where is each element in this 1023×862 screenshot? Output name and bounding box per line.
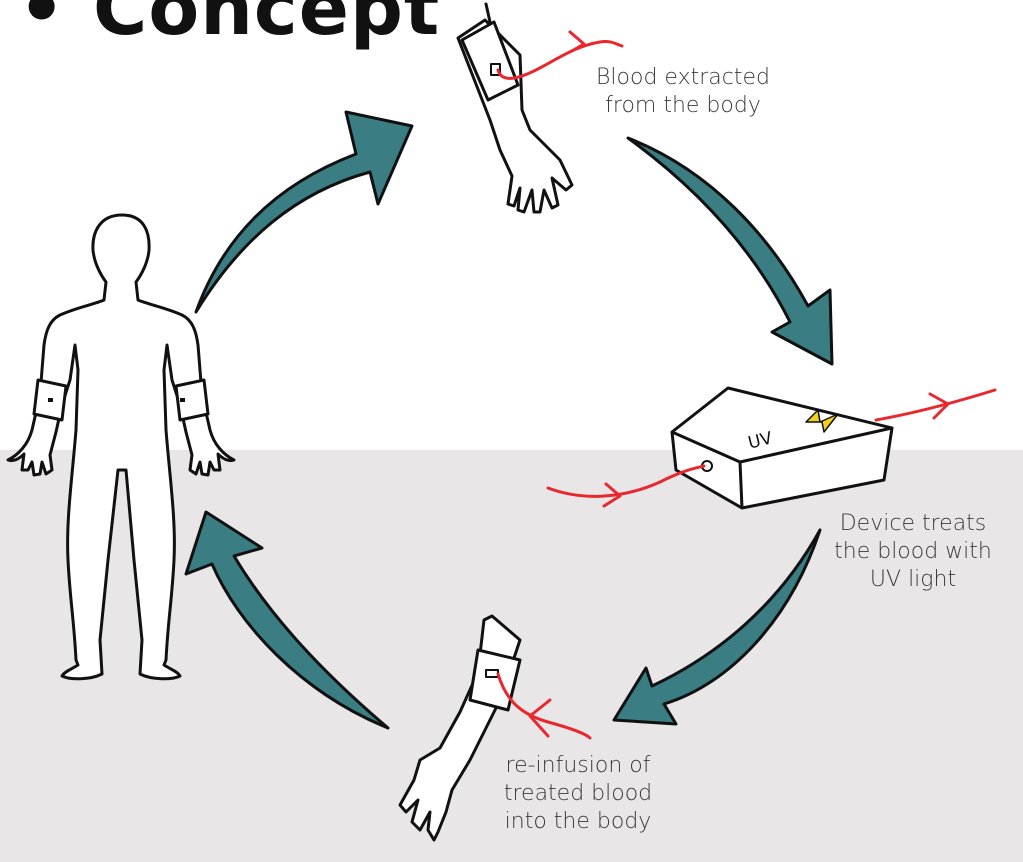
arm-extract-icon xyxy=(458,4,572,212)
uv-device-icon: UV xyxy=(672,388,892,508)
human-body-icon xyxy=(8,215,234,679)
caption-reinfusion: re-infusion of treated blood into the bo… xyxy=(478,752,678,836)
caption-blood-extracted: Blood extracted from the body xyxy=(568,64,798,120)
caption-device-treats: Device treats the blood with UV light xyxy=(808,510,1018,594)
